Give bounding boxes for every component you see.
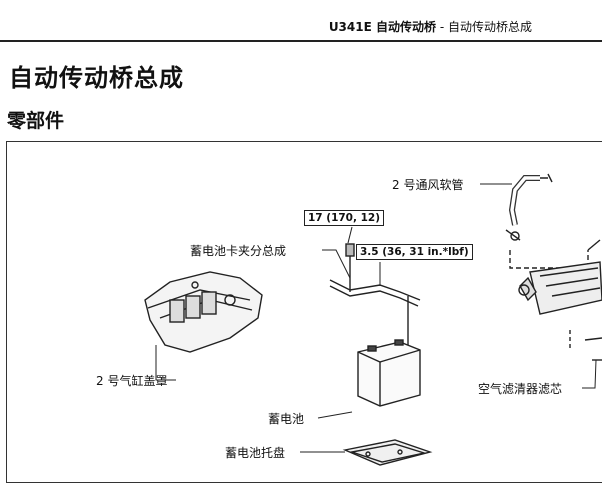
torque-spec-17: 17 (170, 12) [304,210,385,226]
label-battery: 蓄电池 [268,412,305,426]
vent-hose-drawing [505,173,553,241]
label-battery-clamp: 蓄电池卡夹分总成 [190,244,287,258]
leader-cylinder-cover [155,345,176,381]
section-subtitle: 零部件 [7,110,65,132]
torque-spec-3-5: 3.5 (36, 31 in.*lbf) [356,244,473,260]
label-air-filter: 空气滤清器滤芯 [478,382,563,396]
label-cylinder-cover: 2 号气缸盖罩 [96,374,168,388]
page-title: 自动传动桥总成 [9,64,184,92]
label-battery-tray: 蓄电池托盘 [225,446,286,460]
header-separator: - [439,20,445,34]
dashed-guide [509,250,589,269]
leader-battery-clamp [322,249,351,279]
label-vent-hose: 2 号通风软管 [392,178,464,192]
parts-diagram [144,173,602,466]
air-filter-drawing [518,261,602,361]
header-section: 自动传动桥总成 [447,20,532,34]
leader-battery [317,411,353,419]
header-rule [0,40,602,42]
battery-drawing [357,339,421,407]
leader-air-filter [582,359,597,389]
page-header: U341E 自动传动桥 - 自动传动桥总成 [329,18,532,35]
header-code: U341E 自动传动桥 [328,20,436,34]
leader-torque1 [347,226,353,244]
battery-tray-drawing [342,439,433,466]
